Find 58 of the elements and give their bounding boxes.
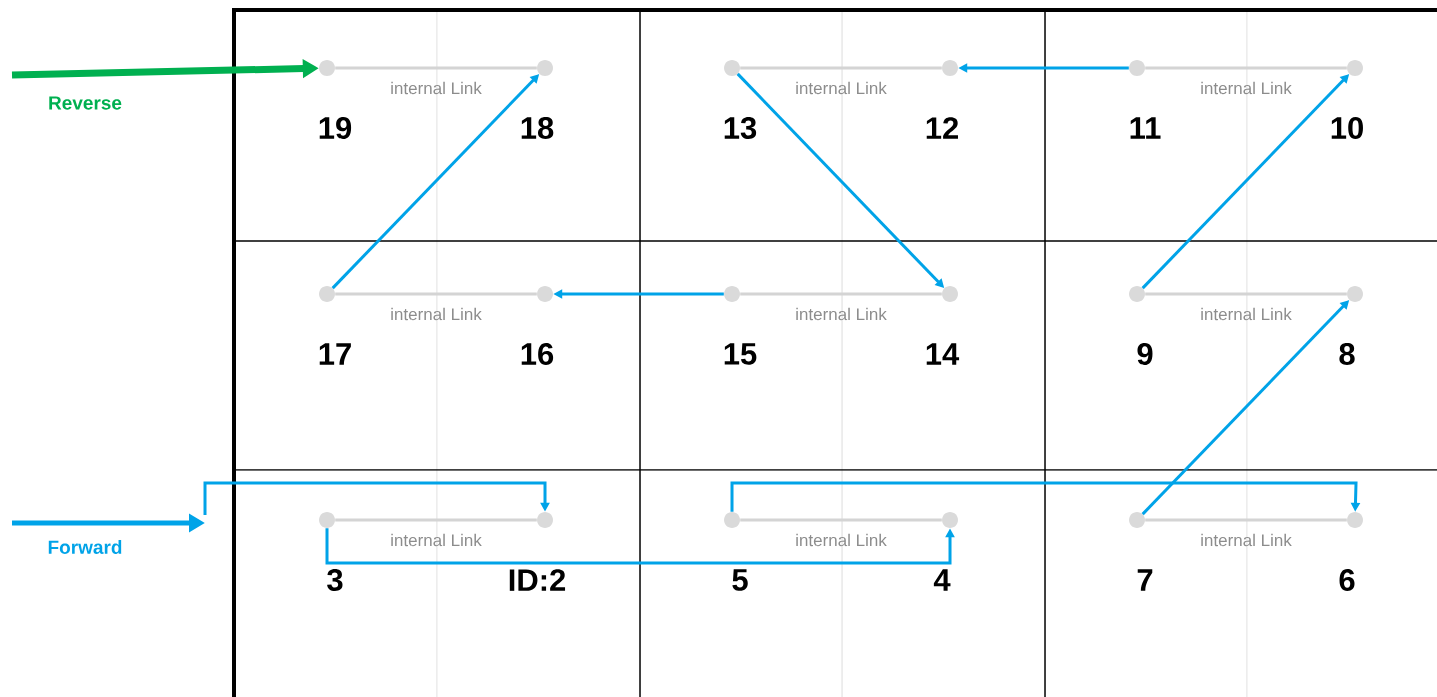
- link-endpoint: [537, 512, 553, 528]
- link-line: [740, 66, 942, 70]
- link-endpoint: [1129, 60, 1145, 76]
- link-line: [1145, 518, 1347, 522]
- link-label: internal Link: [796, 307, 887, 321]
- link-endpoint: [1347, 60, 1363, 76]
- link-line: [740, 518, 942, 522]
- link-endpoint: [724, 60, 740, 76]
- port-number: 10: [1331, 117, 1363, 139]
- link-endpoint: [942, 286, 958, 302]
- link-line: [335, 66, 537, 70]
- link-line: [740, 292, 942, 296]
- link-endpoint: [942, 60, 958, 76]
- port-number: 7: [1137, 569, 1153, 591]
- link-endpoint: [1129, 286, 1145, 302]
- port-number: 12: [926, 117, 958, 139]
- link-label: internal Link: [391, 533, 482, 547]
- link-endpoint: [537, 286, 553, 302]
- port-number: ID:2: [509, 569, 566, 591]
- link-endpoint: [942, 512, 958, 528]
- edge-label: Forward: [46, 539, 124, 555]
- link-line: [1145, 292, 1347, 296]
- link-endpoint: [1129, 512, 1145, 528]
- link-label: internal Link: [1201, 533, 1292, 547]
- port-number: 4: [933, 569, 951, 591]
- arrow: [730, 481, 1361, 512]
- port-number: 18: [521, 117, 554, 139]
- link-endpoint: [724, 512, 740, 528]
- link-label: internal Link: [1201, 81, 1292, 95]
- link-endpoint: [1347, 286, 1363, 302]
- port-number: 14: [926, 343, 960, 365]
- link-line: [1145, 66, 1347, 70]
- port-number: 9: [1137, 343, 1153, 365]
- link-endpoint: [319, 512, 335, 528]
- edge-label: Reverse: [47, 95, 123, 111]
- link-label: internal Link: [391, 81, 482, 95]
- port-number: 5: [732, 569, 748, 591]
- port-number: 19: [319, 117, 352, 139]
- port-number: 17: [319, 343, 351, 365]
- link-label: internal Link: [391, 307, 482, 321]
- link-line: [335, 518, 537, 522]
- port-number: 6: [1339, 569, 1355, 591]
- link-endpoint: [319, 286, 335, 302]
- port-number: 16: [521, 343, 554, 365]
- link-label: internal Link: [796, 533, 887, 547]
- arrow: [325, 528, 955, 565]
- link-endpoint: [724, 286, 740, 302]
- port-number: 15: [724, 343, 757, 365]
- link-endpoint: [1347, 512, 1363, 528]
- port-number: 8: [1339, 343, 1355, 365]
- link-endpoint: [319, 60, 335, 76]
- port-number: 13: [724, 117, 757, 139]
- link-line: [335, 292, 537, 296]
- link-endpoint: [537, 60, 553, 76]
- port-number: 3: [327, 569, 343, 591]
- port-number: 11: [1130, 117, 1161, 139]
- link-label: internal Link: [796, 81, 887, 95]
- link-label: internal Link: [1201, 307, 1292, 321]
